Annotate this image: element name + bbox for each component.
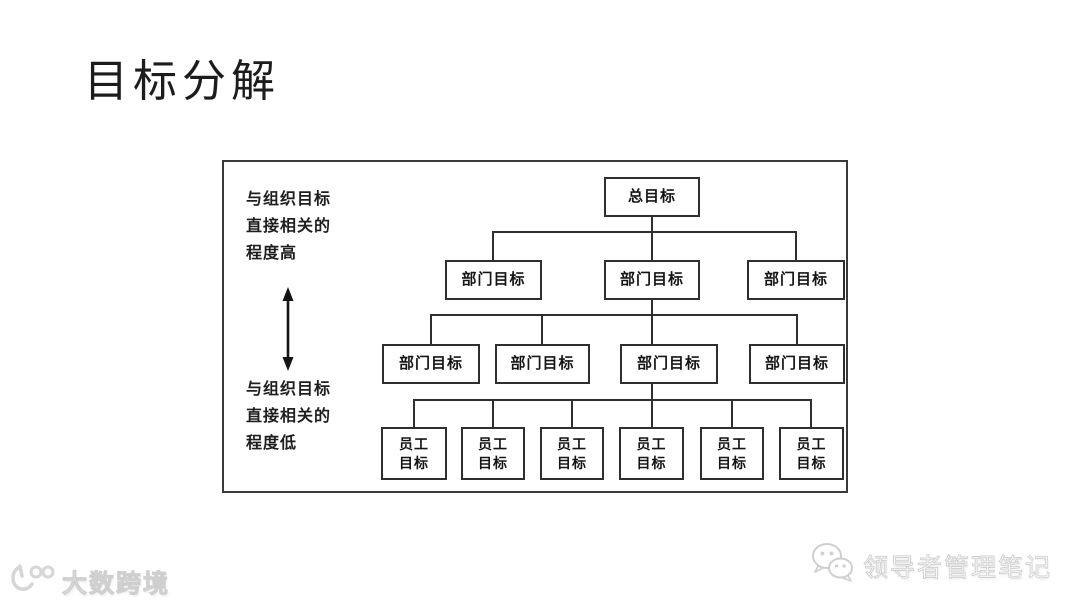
node-department-goal: 部门目标 [382,344,480,384]
connector-line [795,231,797,260]
wechat-icon [810,541,854,590]
connector-line [414,399,812,401]
node-department-goal: 部门目标 [445,260,542,300]
connector-line [651,384,653,427]
node-employee-goal: 员工 目标 [540,427,604,480]
connector-line [810,399,812,427]
connector-line [796,314,798,344]
node-employee-goal: 员工 目标 [381,427,447,480]
dashu-logo-icon [8,560,56,603]
watermark-text: 大数跨境 [62,569,171,598]
connector-line [571,399,573,427]
goal-decomposition-diagram: 与组织目标 直接相关的 程度高 与组织目标 直接相关的 程度低 总目标 [222,160,848,493]
node-department-goal: 部门目标 [747,260,845,300]
axis-label-high-relevance: 与组织目标 直接相关的 程度高 [246,191,332,262]
connector-line [651,217,653,260]
connector-line [651,300,653,344]
node-employee-goal: 员工 目标 [779,427,844,480]
node-employee-goal: 员工 目标 [461,427,525,480]
page-title: 目标分解 [84,57,280,106]
connector-line [431,314,798,316]
watermark-dashu: 大数跨境 [8,560,170,603]
node-employee-goal: 员工 目标 [619,427,684,480]
connector-line [731,399,733,427]
double-arrow-icon [280,287,296,371]
connector-line [492,399,494,427]
axis-label-low-relevance: 与组织目标 直接相关的 程度低 [246,381,332,452]
node-employee-goal: 员工 目标 [700,427,764,480]
watermark-leader-notes: 领导者管理笔记 [810,541,1052,590]
watermark-text: 领导者管理笔记 [863,553,1053,582]
connector-line [493,231,797,233]
connector-line [430,314,432,344]
node-department-goal: 部门目标 [604,260,700,300]
node-department-goal: 部门目标 [749,344,845,384]
node-department-goal: 部门目标 [620,344,718,384]
connector-line [413,399,415,427]
node-overall-goal: 总目标 [604,177,700,217]
node-department-goal: 部门目标 [495,344,590,384]
connector-line [541,314,543,344]
connector-line [492,231,494,260]
